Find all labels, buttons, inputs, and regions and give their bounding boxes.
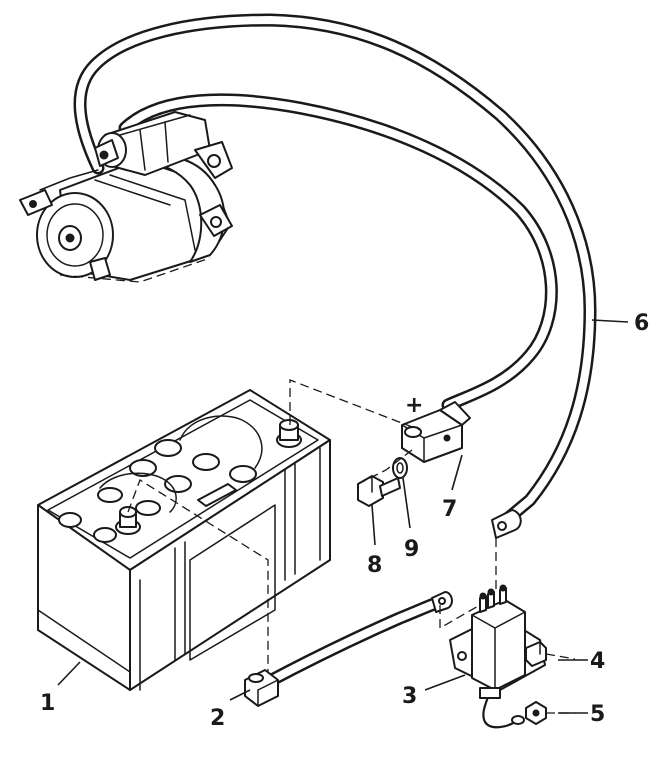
callout-8: 8	[367, 553, 382, 578]
callout-2: 2	[210, 706, 225, 731]
starter-relay	[449, 584, 546, 729]
callout-5: 5	[590, 702, 605, 727]
cable-ring-terminal	[491, 509, 522, 539]
callout-3: 3	[402, 684, 417, 709]
relay-screw	[525, 641, 547, 667]
battery-negative-cable	[244, 591, 453, 707]
starter-motor	[19, 111, 233, 283]
callout-6: 6	[634, 311, 649, 336]
clamp-washer	[392, 457, 408, 479]
clamp-bolt	[357, 475, 401, 507]
callout-9: 9	[404, 537, 419, 562]
callout-1: 1	[40, 691, 55, 716]
positive-terminal-clamp	[401, 401, 471, 463]
battery	[37, 389, 331, 691]
positive-symbol: +	[405, 393, 423, 418]
relay-nut	[525, 701, 547, 725]
battery-positive-cable	[73, 13, 597, 527]
leader-lines	[57, 319, 629, 714]
callout-4: 4	[590, 649, 605, 674]
assembly-lines	[127, 379, 576, 714]
callout-7: 7	[442, 497, 457, 522]
